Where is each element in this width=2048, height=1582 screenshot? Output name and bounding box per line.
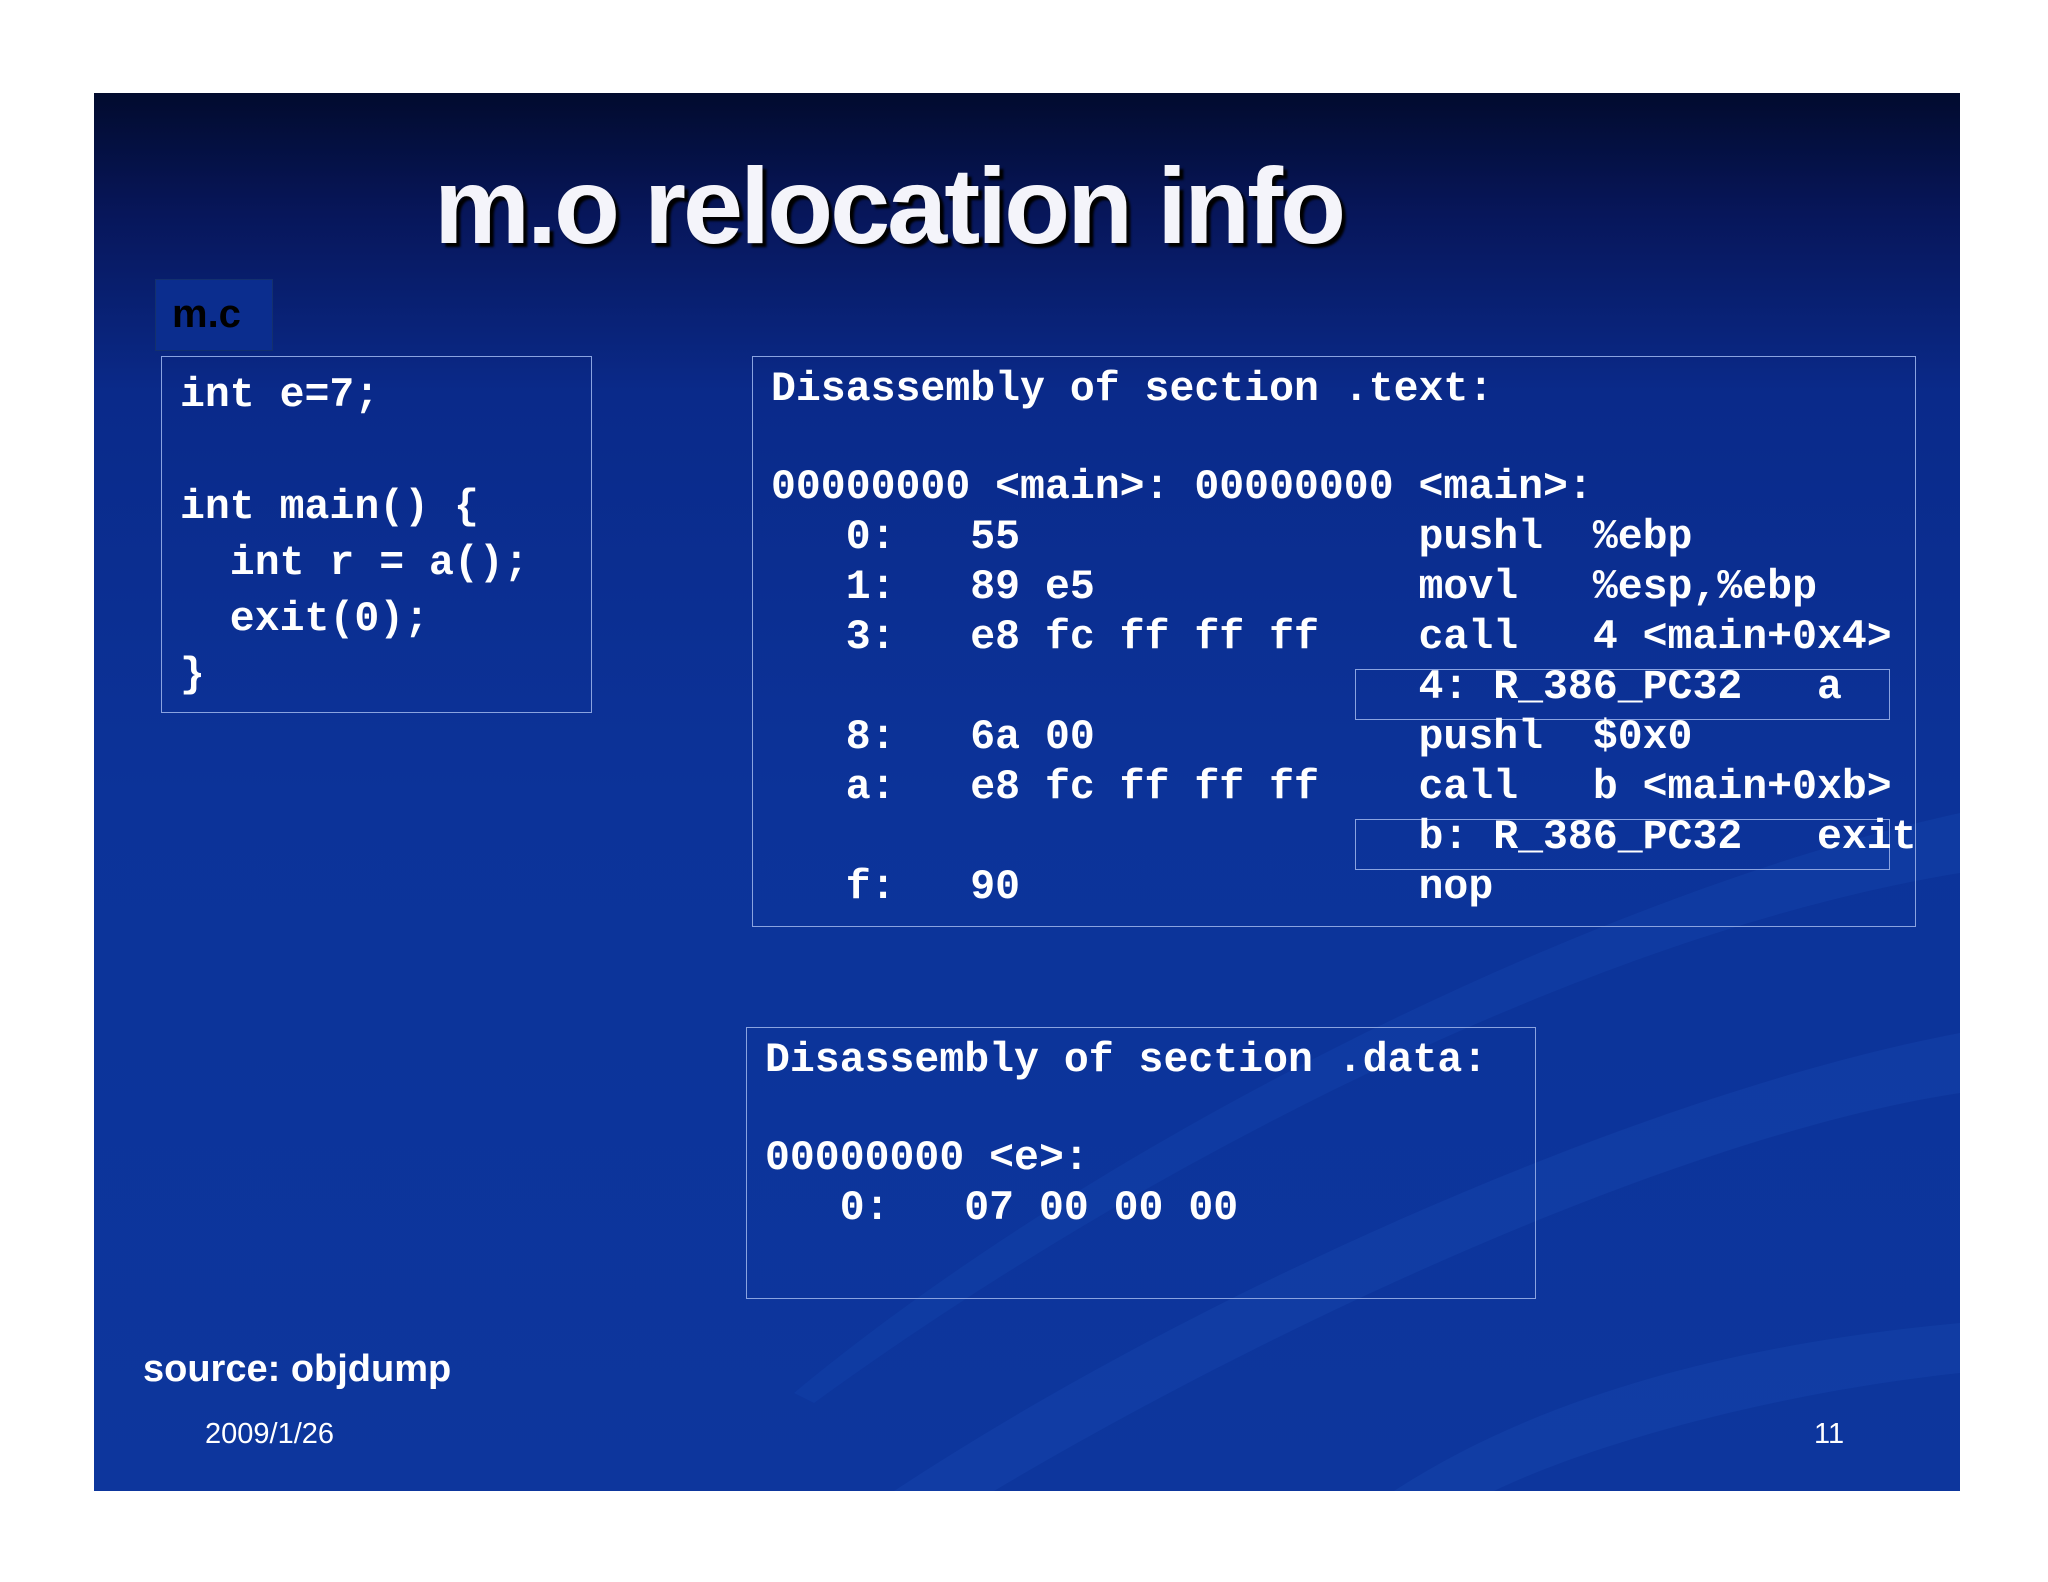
slide: m.o relocation info m.c int e=7; int mai… — [94, 93, 1960, 1491]
relocation-entry-exit: b: R_386_PC32 exit — [771, 814, 1917, 861]
disasm-line: 8: 6a 00 pushl $0x0 — [771, 714, 1693, 761]
file-label: m.c — [155, 279, 273, 351]
source-code-box: int e=7; int main() { int r = a(); exit(… — [161, 356, 592, 713]
footer-source: source: objdump — [143, 1348, 452, 1390]
disasm-line: 3: e8 fc ff ff ff call 4 <main+0x4> — [771, 614, 1892, 661]
text-section-header: Disassembly of section .text: — [771, 366, 1494, 413]
source-code: int e=7; int main() { int r = a(); exit(… — [180, 372, 529, 699]
data-line: 0: 07 00 00 00 — [765, 1185, 1239, 1232]
slide-title: m.o relocation info — [434, 145, 1346, 266]
disasm-line: 1: 89 e5 movl %esp,%ebp — [771, 564, 1817, 611]
footer-date: 2009/1/26 — [205, 1418, 335, 1450]
disasm-line: 0: 55 pushl %ebp — [771, 514, 1693, 561]
page-number: 11 — [1814, 1418, 1845, 1450]
text-section-box: Disassembly of section .text: 00000000 <… — [752, 356, 1917, 927]
data-section-box: Disassembly of section .data: 00000000 <… — [746, 1027, 1536, 1299]
relocation-entry-a: 4: R_386_PC32 a — [771, 664, 1842, 711]
disasm-line: a: e8 fc ff ff ff call b <main+0xb> — [771, 764, 1892, 811]
data-line: 00000000 <e>: — [765, 1135, 1089, 1182]
relocation-box-a — [1355, 669, 1890, 720]
relocation-box-exit — [1355, 819, 1890, 870]
data-section-header: Disassembly of section .data: — [765, 1037, 1488, 1084]
file-label-text: m.c — [172, 292, 241, 336]
disasm-line: 00000000 <main>: 00000000 <main>: — [771, 464, 1593, 511]
disasm-line: f: 90 nop — [771, 864, 1494, 911]
